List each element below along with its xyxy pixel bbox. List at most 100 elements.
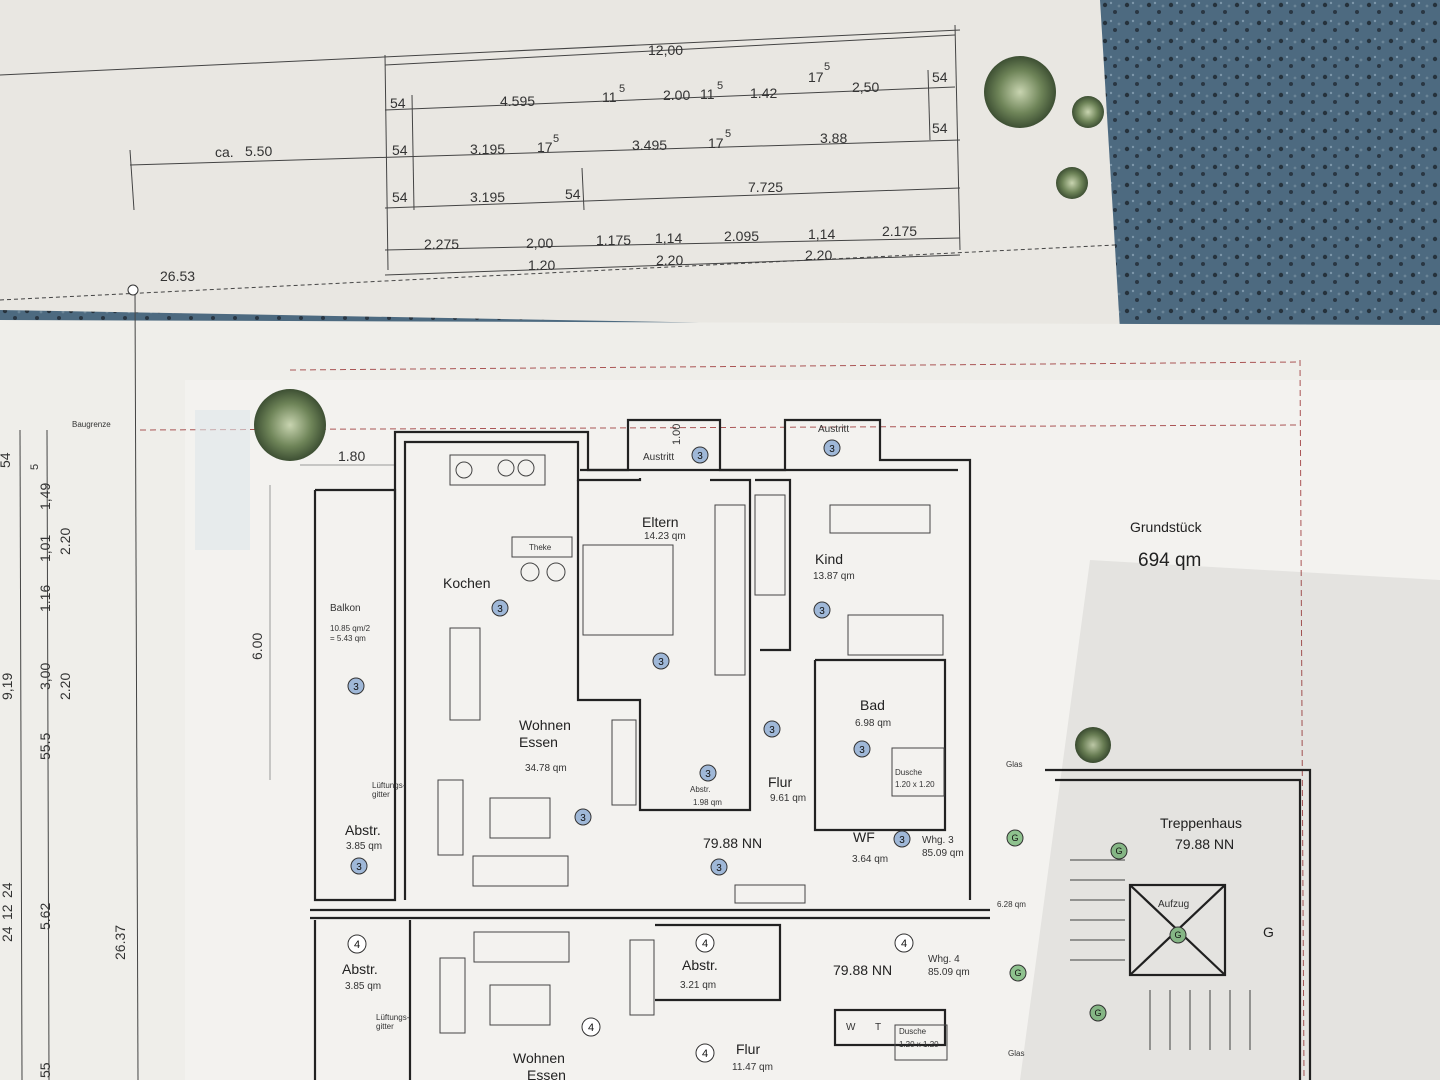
dim-r2-3: 3.195 [470, 141, 505, 157]
dim-r1-7: 1.42 [750, 85, 777, 101]
tree-icon [1056, 167, 1088, 199]
essen-lower-label: Essen [527, 1067, 566, 1080]
badge-g: G [1006, 829, 1024, 847]
dim-r2-10: 54 [932, 120, 948, 136]
dim-r4-4: 2.095 [724, 228, 759, 244]
g-label: G [1263, 924, 1274, 940]
abstr-left-area: 3.85 qm [346, 841, 382, 852]
badge-g: G [1009, 964, 1027, 982]
svg-text:3: 3 [658, 657, 664, 668]
flur-label: Flur [768, 774, 792, 790]
badge-4: 4 [581, 1017, 601, 1037]
flur-lower-area: 11.47 qm [732, 1062, 773, 1073]
essen-label: Essen [519, 734, 558, 750]
badge-4: 4 [695, 933, 715, 953]
dim-r2-7: 17 [708, 135, 724, 151]
dim-r2-9: 3.88 [820, 130, 847, 146]
svg-text:4: 4 [354, 939, 360, 951]
dim-r1-5: 11 [700, 86, 715, 102]
svg-text:3: 3 [716, 863, 722, 874]
dusche-label: Dusche [895, 768, 923, 777]
dim-r4-1: 2,00 [526, 235, 553, 251]
reference-point [127, 284, 139, 296]
ld-10: 5.62 [37, 903, 53, 930]
dim-r1-0: 54 [390, 95, 406, 111]
dim-r1-11: 54 [932, 69, 948, 85]
svg-text:3: 3 [819, 606, 825, 617]
svg-text:3: 3 [859, 745, 865, 756]
dim-r1-6: 5 [717, 80, 723, 92]
dim-r5-0: 1.20 [528, 257, 555, 273]
dusche-lower-size: 1.20 x 1.20 [899, 1040, 939, 1049]
ld2-0: 5 [29, 464, 41, 470]
dim-r5-2: 2.20 [805, 247, 832, 263]
kochen-label: Kochen [443, 575, 490, 591]
wf-label: WF [853, 829, 875, 845]
whg3-label: Whg. 3 [922, 835, 954, 846]
badge-g: G [1089, 1004, 1107, 1022]
austritt-1: Austritt [643, 452, 674, 463]
dim-r2-4: 17 [537, 139, 553, 155]
ld-4: 3,00 [37, 663, 53, 690]
grundstueck-value: 694 qm [1138, 550, 1201, 571]
lueftung-1: Lüftungs- [372, 781, 406, 790]
hand-shadow [1020, 560, 1440, 1080]
dim-r1-2: 11 [602, 89, 617, 105]
lueftung-lower-1: Lüftungs- [376, 1013, 410, 1022]
whg3-area: 85.09 qm [922, 848, 964, 859]
dim-r3-1: 3.195 [470, 189, 505, 205]
badge-g: G [1110, 842, 1128, 860]
svg-text:G: G [1115, 846, 1122, 856]
grundstueck-label: Grundstück [1130, 519, 1203, 535]
ld-1: 1,49 [37, 483, 53, 510]
abstr-small-area: 1.98 qm [693, 798, 722, 807]
ld-5: 55.5 [37, 733, 53, 760]
top-sheet [0, 0, 1120, 330]
badge-3: 3 [652, 652, 670, 670]
dim-100: 1.00 [671, 424, 683, 445]
dusche-lower-label: Dusche [899, 1027, 927, 1036]
svg-text:3: 3 [829, 444, 835, 455]
eltern-label: Eltern [642, 514, 679, 530]
svg-text:3: 3 [580, 813, 586, 824]
eltern-area: 14.23 qm [644, 531, 686, 542]
dim-r1-10: 2,50 [852, 79, 879, 95]
nn-lower-label: 79.88 NN [833, 962, 892, 978]
dim-r2-5: 5 [553, 133, 559, 145]
svg-text:G: G [1011, 833, 1018, 843]
badge-3: 3 [347, 677, 365, 695]
badge-4: 4 [894, 933, 914, 953]
top-dimensions: 12,00 54 4.595 11 5 2.00 11 5 1.42 17 5 … [160, 42, 948, 284]
abstr-small-label: Abstr. [690, 785, 710, 794]
badge-3: 3 [691, 446, 709, 464]
dim-r3-0: 54 [392, 189, 408, 205]
austritt-2: Austritt [818, 424, 849, 435]
balkon-area-2: = 5.43 qm [330, 634, 366, 643]
kind-area: 13.87 qm [813, 571, 855, 582]
property-line-right [1299, 359, 1305, 1080]
tree-icon [254, 389, 326, 461]
kind-label: Kind [815, 551, 843, 567]
badge-3: 3 [710, 858, 728, 876]
treppenhaus-nn: 79.88 NN [1175, 836, 1234, 852]
furniture [437, 454, 948, 1061]
dimension-lines [0, 24, 1116, 1080]
property-line-top [289, 361, 1301, 371]
badge-3: 3 [823, 439, 841, 457]
badge-3: 3 [491, 599, 509, 617]
dim-r4-2: 1.175 [596, 232, 631, 248]
badge-g: G [1169, 926, 1187, 944]
aufzug-label: Aufzug [1158, 899, 1189, 910]
stairs [1070, 859, 1251, 1050]
left-dimensions: Baugrenze 54 1,49 1,01 1.16 3,00 55.5 9,… [0, 359, 1305, 1080]
tree-symbols [254, 56, 1111, 763]
badge-3: 3 [813, 601, 831, 619]
flur-area: 9.61 qm [770, 793, 806, 804]
svg-text:G: G [1014, 968, 1021, 978]
wohnen-label: Wohnen [519, 717, 571, 733]
width-628: 6.28 qm [997, 900, 1026, 909]
dim-r2-8: 5 [725, 128, 731, 140]
theke-label: Theke [529, 543, 552, 552]
balkon-area-1: 10.85 qm/2 [330, 624, 371, 633]
